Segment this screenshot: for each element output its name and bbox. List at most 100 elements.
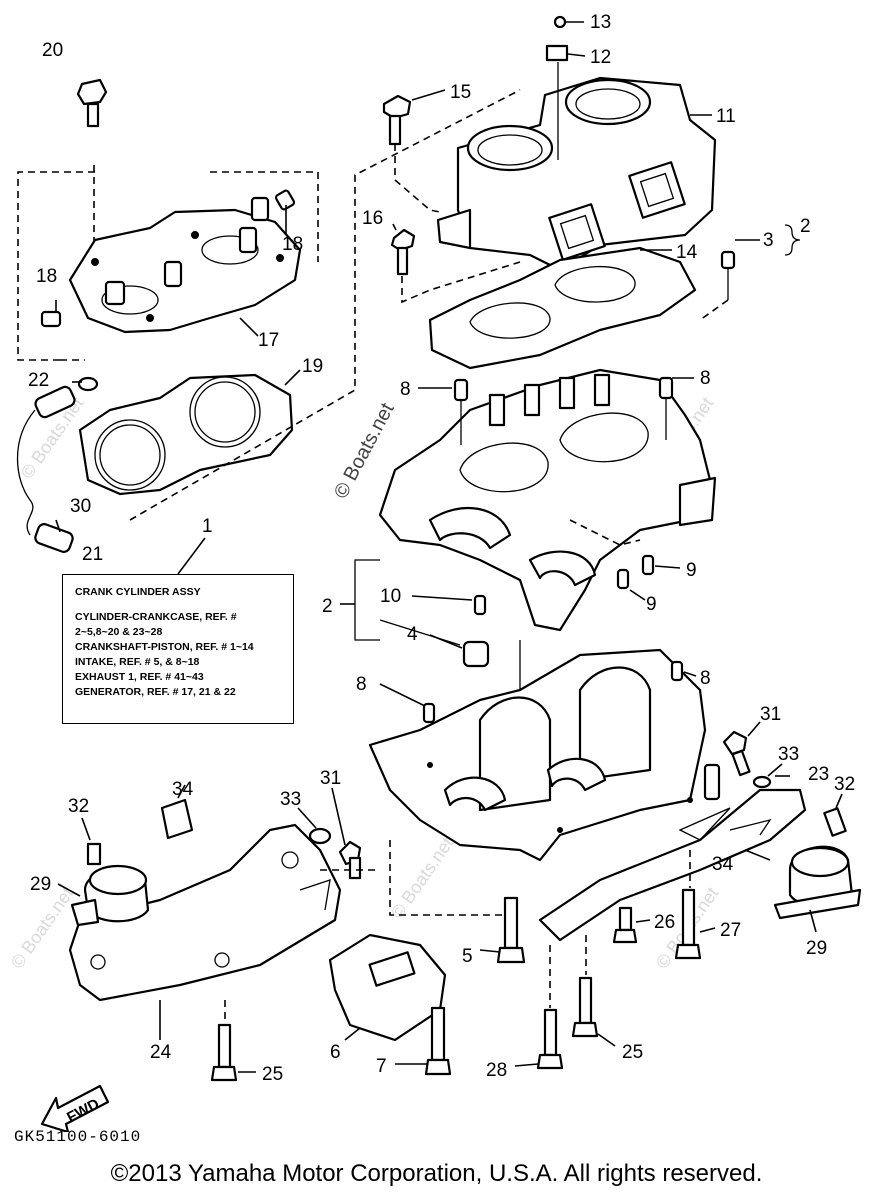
- callout-9: 9: [686, 560, 697, 581]
- upper-crankcase: [378, 368, 717, 632]
- watermark-text: © Boats.net: [387, 834, 457, 923]
- callout-22: 22: [28, 370, 49, 391]
- base-gasket: [428, 246, 697, 370]
- callout-29: 29: [30, 874, 51, 895]
- bolt-16: [390, 228, 521, 304]
- dowel-pin-8: [422, 702, 436, 724]
- hose-assembly: [16, 376, 99, 553]
- callout-31: 31: [320, 768, 341, 789]
- callout-3: 3: [763, 230, 774, 251]
- cylinder-head: [68, 208, 302, 334]
- rubber-mount-29: [70, 864, 150, 927]
- callout-5: 5: [462, 946, 473, 967]
- callout-12: 12: [590, 47, 611, 68]
- callout-6: 6: [330, 1042, 341, 1063]
- callout-18: 18: [36, 266, 57, 287]
- dowel-pin-8: [670, 660, 684, 682]
- lower-crankcase: [368, 648, 707, 862]
- dowel-pin-9: [641, 554, 655, 576]
- bolt-25: [571, 976, 599, 1038]
- callout-29: 29: [806, 938, 827, 959]
- callout-9: 9: [646, 594, 657, 615]
- dowel-pin-9: [616, 568, 630, 590]
- bracket-34: [160, 798, 194, 840]
- callout-34: 34: [172, 779, 194, 800]
- callout-8: 8: [400, 379, 411, 400]
- callout-15: 15: [450, 82, 471, 103]
- callout-33: 33: [778, 744, 799, 765]
- callout-32: 32: [834, 774, 855, 795]
- callout-30: 30: [70, 496, 91, 517]
- bolt-27: [674, 888, 702, 960]
- callout-19: 19: [302, 356, 323, 377]
- callout-34: 34: [712, 854, 734, 875]
- bolt-20: [76, 78, 108, 128]
- callout-2: 2: [800, 216, 811, 237]
- callout-8: 8: [700, 668, 711, 689]
- note-line: 2~5,8~20 & 23~28: [75, 626, 163, 638]
- note-line: CYLINDER-CRANKCASE, REF. #: [75, 611, 237, 623]
- bolt-32: [823, 807, 847, 837]
- bolt-15: [382, 94, 441, 213]
- callout-8: 8: [700, 368, 711, 389]
- note-line: CRANKSHAFT-PISTON, REF. # 1~14: [75, 641, 254, 653]
- callout-11: 11: [716, 106, 736, 127]
- watermark-text: © Boats.net: [7, 884, 77, 973]
- bolt-26: [612, 906, 638, 944]
- callout-23: 23: [808, 764, 829, 785]
- callout-2: 2: [322, 596, 333, 617]
- bolt-32: [86, 842, 102, 866]
- mount-bracket-6: [328, 933, 447, 1042]
- bolt-28: [536, 1008, 564, 1070]
- callout-27: 27: [720, 920, 741, 941]
- callout-33: 33: [280, 789, 301, 810]
- diagram-code: GK51100-6010: [14, 1128, 142, 1146]
- callout-20: 20: [42, 40, 63, 61]
- callout-28: 28: [486, 1060, 507, 1081]
- washer-33: [752, 775, 772, 789]
- assembly-note-box: CRANK CYLINDER ASSY CYLINDER-CRANKCASE, …: [62, 574, 294, 724]
- callout-16: 16: [362, 208, 383, 229]
- bolt-13-clip-12: [545, 15, 569, 160]
- callout-13: 13: [590, 12, 611, 33]
- callout-1: 1: [202, 516, 213, 537]
- cylinder-head-group: [17, 78, 319, 361]
- engine-mount-left: [68, 823, 342, 1002]
- dowel-pin-8: [453, 378, 469, 402]
- callout-10: 10: [380, 586, 401, 607]
- callout-32: 32: [68, 796, 89, 817]
- bolt-7: [424, 1006, 452, 1076]
- callout-18: 18: [282, 234, 303, 255]
- bolt-31: [338, 840, 362, 880]
- callout-25: 25: [262, 1064, 283, 1085]
- callout-14: 14: [676, 242, 698, 263]
- note-line: EXHAUST 1, REF. # 41~43: [75, 671, 204, 683]
- dowel-pin-8: [658, 376, 674, 400]
- bolt-25: [210, 1023, 238, 1082]
- washer-33: [308, 827, 332, 845]
- sleeve-18: [40, 310, 62, 328]
- cylinder-block: [436, 76, 717, 272]
- callout-numbers: 1 2 2 3 4 5 6 7 8 8 8 8 9 9 10 11 12 13 …: [28, 12, 855, 1085]
- note-title: CRANK CYLINDER ASSY: [75, 586, 201, 598]
- bolt-5: [496, 896, 526, 964]
- bushing-4: [462, 640, 490, 668]
- note-line: INTAKE, REF. # 5, & 8~18: [75, 656, 200, 668]
- head-gasket: [78, 373, 294, 496]
- callout-21: 21: [82, 544, 103, 565]
- dowel-pin-10: [473, 594, 487, 616]
- callout-7: 7: [376, 1056, 387, 1077]
- callout-4: 4: [407, 624, 418, 645]
- rubber-mount-29: [773, 845, 862, 920]
- forward-arrow-icon: FWD: [40, 1084, 110, 1132]
- callout-17: 17: [258, 330, 279, 351]
- note-line: GENERATOR, REF. # 17, 21 & 22: [75, 686, 236, 698]
- bolt-31: [722, 730, 751, 777]
- copyright-notice: ©2013 Yamaha Motor Corporation, U.S.A. A…: [110, 1160, 763, 1187]
- callout-26: 26: [654, 912, 675, 933]
- callout-25: 25: [622, 1042, 643, 1063]
- callout-31: 31: [760, 704, 781, 725]
- callout-8: 8: [356, 674, 367, 695]
- sleeve-18: [274, 189, 296, 211]
